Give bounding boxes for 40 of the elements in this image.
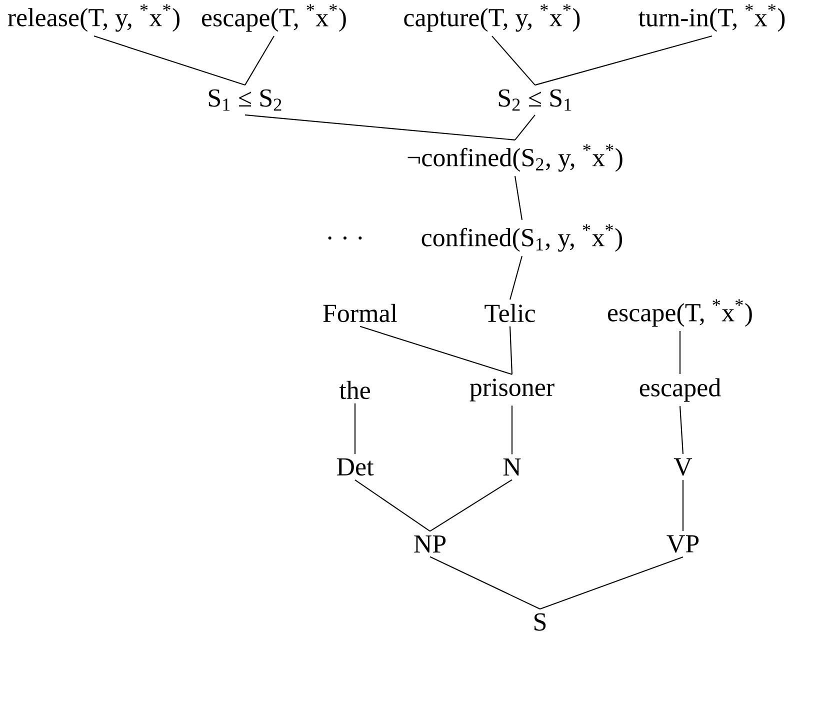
tree-label: Telic xyxy=(484,304,536,322)
tree-label: escape(T, $^{*}$x$^{*}$) xyxy=(202,4,346,32)
tree-label: the xyxy=(339,380,370,400)
tree-label: V xyxy=(674,458,692,476)
tree-branch xyxy=(430,479,512,532)
tree-branch xyxy=(244,36,274,86)
tree-branch xyxy=(430,556,540,610)
tree-branch xyxy=(360,326,512,375)
tree-branch xyxy=(679,406,684,454)
tree-label: ¬confined(S$_{2}$, y, $^{*}$x$^{*}$) xyxy=(408,144,622,172)
tree-label: escape(T, $^{*}$x$^{*}$) xyxy=(608,299,752,327)
tree-branch xyxy=(514,114,536,140)
tree-branch xyxy=(682,480,684,532)
tree-branch xyxy=(354,403,356,454)
tree-branch xyxy=(492,36,536,86)
tree-label: capture(T, y, $^{*}$x$^{*}$) xyxy=(404,4,580,32)
tree-label: Det xyxy=(337,458,374,476)
tree-branch xyxy=(94,36,246,86)
tree-label: turn-in(T, $^{*}$x$^{*}$) xyxy=(638,4,785,32)
tree-branch xyxy=(540,556,684,610)
tree-label: S$_{2}$ ≤ S$_{1}$ xyxy=(498,89,572,111)
tree-branch xyxy=(679,331,681,374)
tree-branch xyxy=(511,406,513,454)
tree-label: Formal xyxy=(323,304,398,322)
tree-branch xyxy=(509,326,513,374)
tree-label: release(T, y, $^{*}$x$^{*}$) xyxy=(8,4,180,32)
tree-label: confined(S$_{1}$, y, $^{*}$x$^{*}$) xyxy=(422,224,622,252)
tree-branch xyxy=(534,36,712,86)
tree-branch xyxy=(509,256,523,300)
tree-label: prisoner xyxy=(470,378,554,402)
tree-label: NP xyxy=(414,535,446,552)
tree-branch xyxy=(244,114,516,140)
ellipsis: . . . xyxy=(328,236,362,240)
tree-label: escaped xyxy=(640,378,721,402)
tree-branch xyxy=(514,176,523,220)
tree-label: S$_{1}$ ≤ S$_{2}$ xyxy=(208,89,282,111)
tree-label: VP xyxy=(666,535,699,553)
tree-label: N xyxy=(503,458,521,476)
tree-branch xyxy=(354,479,430,532)
tree-label: S xyxy=(534,613,546,631)
